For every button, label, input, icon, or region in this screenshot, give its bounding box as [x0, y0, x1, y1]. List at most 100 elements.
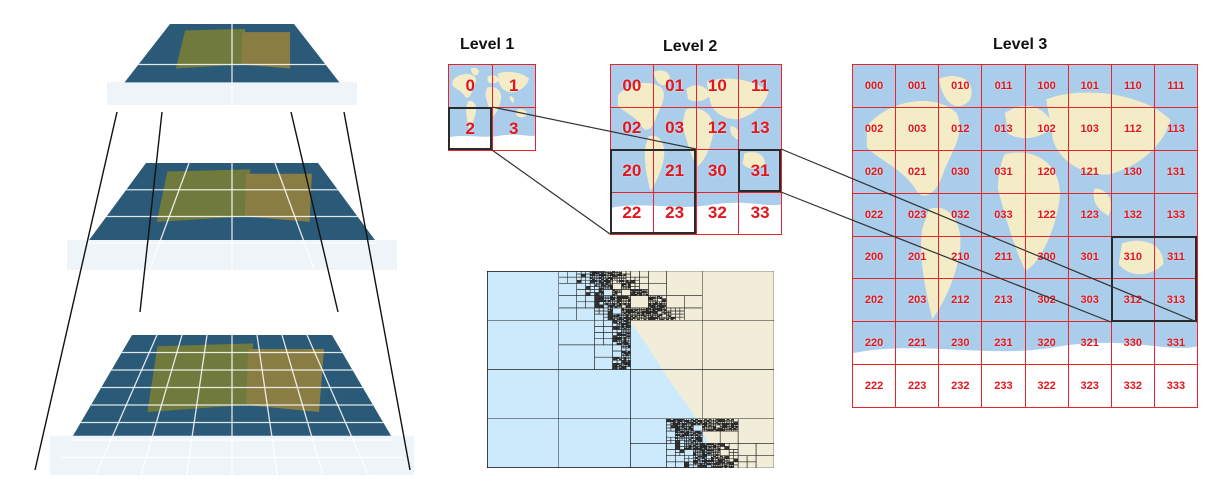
tile-cell: 310: [1111, 236, 1155, 280]
tile-cell: 120: [1025, 150, 1069, 194]
tile-cell: 101: [1068, 65, 1112, 108]
pyramid-layer: [107, 24, 357, 105]
tile-cell: 323: [1068, 365, 1112, 408]
tile-cell: 033: [982, 193, 1026, 237]
tile-cell: 202: [853, 279, 897, 323]
pyramid-frame-line: [139, 111, 163, 313]
tile-cell: 003: [896, 107, 940, 151]
tile-cell: 02: [611, 107, 654, 150]
tile-cell: 330: [1111, 322, 1155, 366]
tile-cell: 011: [982, 65, 1026, 108]
tile-cell: 212: [939, 279, 983, 323]
tile-cell: 21: [653, 150, 697, 193]
level-2-title: Level 2: [663, 38, 718, 55]
tile-cell: 32: [696, 192, 740, 235]
tile-cell: 102: [1025, 107, 1069, 151]
tile-cell: 013: [982, 107, 1026, 151]
adaptive-quadtree-map: [487, 271, 774, 468]
level-1-title: Level 1: [460, 36, 515, 53]
pyramid-layer: [67, 162, 397, 271]
tile-cell: 132: [1111, 193, 1155, 237]
tile-cell: 210: [939, 236, 983, 280]
pyramid-frame-line: [343, 111, 411, 471]
tile-cell: 111: [1154, 65, 1198, 108]
tile-cell: 010: [939, 65, 983, 108]
connector-line: [491, 149, 611, 235]
tile-cell: 022: [853, 193, 897, 237]
tile-cell: 110: [1111, 65, 1155, 108]
pyramid-frame-line: [34, 111, 118, 471]
tile-cell: 121: [1068, 150, 1112, 194]
tile-cell: 23: [653, 192, 697, 235]
tile-cell: 313: [1154, 279, 1198, 323]
tile-cell: 200: [853, 236, 897, 280]
tile-cell: 12: [696, 107, 740, 150]
tile-cell: 130: [1111, 150, 1155, 194]
tile-cell: 300: [1025, 236, 1069, 280]
tile-cell: 100: [1025, 65, 1069, 108]
tile-pyramid-illustration: [34, 24, 414, 476]
tile-cell: 321: [1068, 322, 1112, 366]
tile-cell: 222: [853, 365, 897, 408]
tile-cell: 023: [896, 193, 940, 237]
tile-cell: 0: [449, 65, 493, 108]
tile-cell: 31: [739, 150, 782, 193]
tile-cell: 13: [739, 107, 782, 150]
tile-cell: 311: [1154, 236, 1198, 280]
tile-cell: 201: [896, 236, 940, 280]
tile-cell: 031: [982, 150, 1026, 194]
tile-cell: 20: [611, 150, 654, 193]
tile-cell: 133: [1154, 193, 1198, 237]
tile-cell: 203: [896, 279, 940, 323]
tile-cell: 232: [939, 365, 983, 408]
tile-cell: 220: [853, 322, 897, 366]
tile-cell: 001: [896, 65, 940, 108]
tile-cell: 03: [653, 107, 697, 150]
tile-cell: 320: [1025, 322, 1069, 366]
tile-cell: 333: [1154, 365, 1198, 408]
tile-cell: 123: [1068, 193, 1112, 237]
tile-cell: 30: [696, 150, 740, 193]
tile-cell: 002: [853, 107, 897, 151]
tile-cell: 230: [939, 322, 983, 366]
tile-cell: 1: [492, 65, 536, 108]
tile-cell: 231: [982, 322, 1026, 366]
pyramid-layer: [50, 334, 414, 476]
tile-cell: 032: [939, 193, 983, 237]
level-3-title: Level 3: [993, 36, 1048, 53]
tile-cell: 113: [1154, 107, 1198, 151]
tile-cell: 331: [1154, 322, 1198, 366]
tile-cell: 01: [653, 65, 697, 108]
tile-cell: 3: [492, 108, 536, 151]
tile-cell: 012: [939, 107, 983, 151]
tile-cell: 10: [696, 65, 740, 108]
tile-cell: 33: [739, 192, 782, 235]
tile-cell: 122: [1025, 193, 1069, 237]
tile-cell: 000: [853, 65, 897, 108]
tile-cell: 103: [1068, 107, 1112, 151]
tile-cell: 322: [1025, 365, 1069, 408]
tile-cell: 2: [449, 108, 493, 151]
tile-cell: 302: [1025, 279, 1069, 323]
tile-cell: 00: [611, 65, 654, 108]
tile-cell: 332: [1111, 365, 1155, 408]
tile-cell: 233: [982, 365, 1026, 408]
tile-cell: 213: [982, 279, 1026, 323]
tile-cell: 021: [896, 150, 940, 194]
tile-cell: 131: [1154, 150, 1198, 194]
tile-cell: 221: [896, 322, 940, 366]
tile-cell: 303: [1068, 279, 1112, 323]
tile-cell: 020: [853, 150, 897, 194]
tile-cell: 223: [896, 365, 940, 408]
tile-cell: 301: [1068, 236, 1112, 280]
tile-cell: 112: [1111, 107, 1155, 151]
tile-cell: 030: [939, 150, 983, 194]
tile-cell: 22: [611, 192, 654, 235]
tile-cell: 211: [982, 236, 1026, 280]
pyramid-frame-line: [290, 111, 339, 313]
tile-cell: 11: [739, 65, 782, 108]
